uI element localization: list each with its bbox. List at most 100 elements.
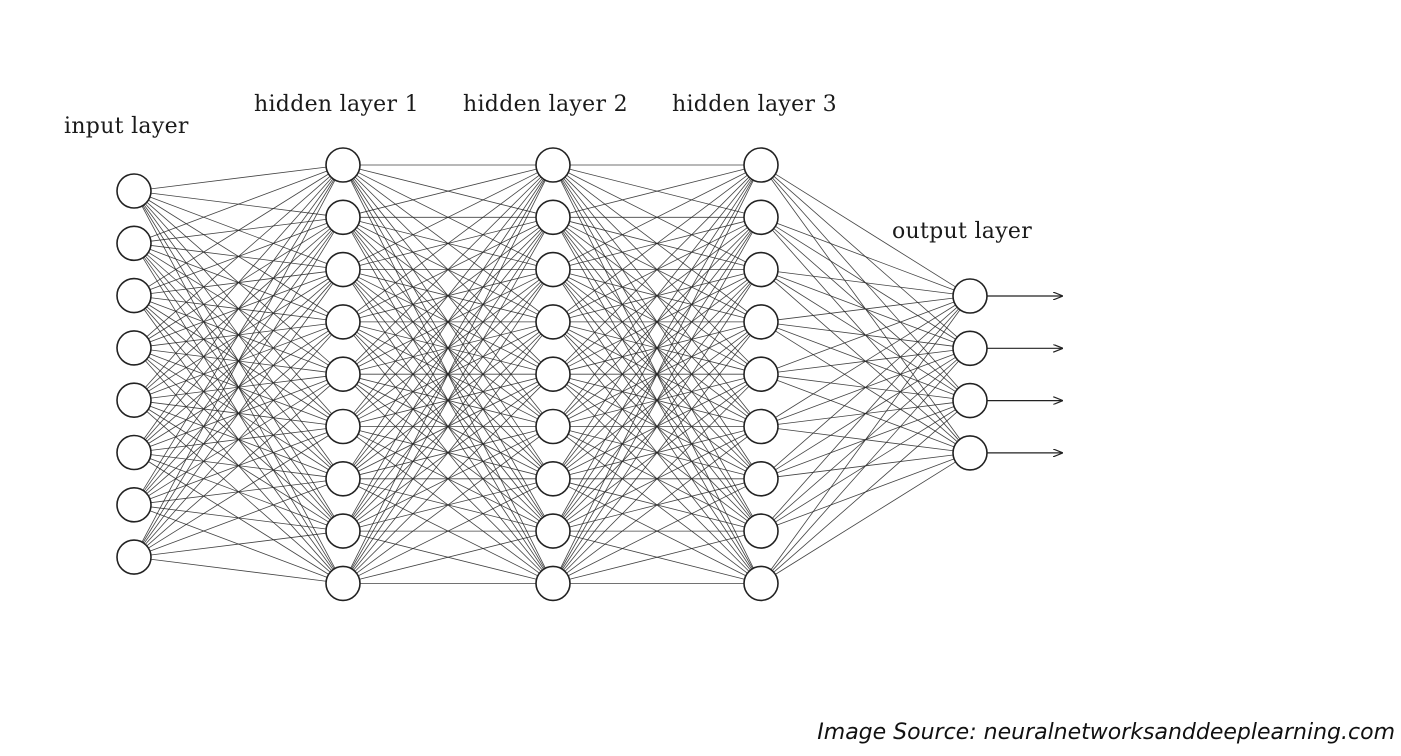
connection-hidden3-3-to-output-1 — [777, 271, 954, 295]
hidden2-node-8 — [535, 513, 571, 549]
nodes-group — [116, 147, 988, 602]
hidden-layer-2-label: hidden layer 2 — [463, 92, 628, 117]
connection-hidden2-9-to-hidden3-3 — [562, 283, 752, 570]
input-node-6 — [116, 434, 152, 471]
connection-input-1-to-hidden1-1 — [150, 166, 327, 190]
connection-hidden1-6-to-hidden2-1 — [353, 178, 543, 414]
connection-hidden1-2-to-hidden2-1 — [359, 168, 537, 214]
connection-hidden3-5-to-output-1 — [776, 301, 955, 369]
connection-input-8-to-hidden1-8 — [150, 532, 327, 556]
connection-input-5-to-hidden1-1 — [144, 177, 333, 388]
input-node-4 — [116, 330, 152, 366]
hidden1-node-7 — [325, 460, 361, 497]
connection-hidden1-9-to-hidden2-3 — [352, 283, 544, 570]
hidden1-node-5 — [325, 356, 361, 393]
hidden1-node-6 — [325, 408, 361, 445]
connections-group — [141, 164, 961, 584]
hidden2-node-3 — [535, 251, 571, 288]
output-node-1 — [952, 278, 988, 314]
input-node-1 — [116, 173, 152, 209]
connection-hidden2-2-to-hidden3-1 — [569, 168, 745, 214]
hidden3-node-5 — [743, 356, 779, 393]
connection-input-7-to-hidden1-1 — [142, 179, 335, 491]
input-node-7 — [116, 486, 152, 523]
hidden2-node-5 — [535, 356, 571, 393]
hidden1-node-8 — [325, 513, 361, 549]
hidden2-node-2 — [535, 199, 571, 236]
input-node-2 — [116, 225, 152, 262]
connection-input-8-to-hidden1-7 — [149, 484, 328, 552]
connection-hidden1-7-to-hidden2-1 — [352, 178, 544, 465]
connection-hidden3-1-to-output-1 — [775, 173, 956, 288]
connection-hidden2-9-to-hidden3-8 — [569, 534, 745, 580]
output-node-2 — [952, 330, 988, 367]
hidden1-node-2 — [325, 199, 361, 236]
output-layer-label: output layer — [892, 219, 1033, 244]
connection-hidden2-6-to-hidden3-1 — [563, 178, 751, 414]
connection-hidden3-8-to-output-1 — [771, 308, 960, 519]
connection-input-8-to-hidden1-9 — [150, 558, 327, 582]
output-node-4 — [952, 435, 988, 471]
connection-hidden2-9-to-hidden3-7 — [568, 486, 746, 577]
connection-input-4-to-hidden1-1 — [146, 175, 331, 338]
connection-hidden3-7-to-output-1 — [773, 306, 958, 468]
image-source-credit: Image Source: neuralnetworksanddeeplearn… — [817, 720, 1395, 745]
connection-hidden1-5-to-hidden2-1 — [354, 176, 542, 363]
connection-hidden2-7-to-hidden3-1 — [562, 178, 752, 465]
connection-hidden1-9-to-hidden2-7 — [358, 486, 538, 577]
connection-hidden1-9-to-hidden2-2 — [351, 231, 545, 569]
connection-hidden2-9-to-hidden3-5 — [564, 385, 750, 572]
input-layer-label: input layer — [64, 114, 189, 139]
connection-input-8-to-hidden1-3 — [143, 283, 334, 544]
hidden2-node-9 — [535, 565, 571, 602]
connection-hidden3-2-to-output-1 — [776, 222, 955, 291]
hidden3-node-4 — [743, 304, 779, 340]
hidden3-node-2 — [743, 199, 779, 236]
connection-hidden1-3-to-hidden2-1 — [358, 172, 538, 263]
connection-input-6-to-hidden1-1 — [143, 178, 334, 439]
connection-hidden3-9-to-output-2 — [771, 360, 960, 571]
hidden3-node-7 — [743, 460, 779, 497]
connection-hidden1-9-to-hidden2-6 — [356, 436, 540, 574]
hidden2-node-7 — [535, 460, 571, 497]
connection-hidden2-9-to-hidden3-1 — [560, 180, 754, 569]
connection-input-8-to-hidden1-2 — [142, 231, 335, 543]
input-node-8 — [116, 539, 152, 575]
hidden1-node-4 — [325, 304, 361, 340]
hidden-layer-3-label: hidden layer 3 — [672, 92, 837, 117]
connection-hidden2-5-to-hidden3-1 — [564, 176, 750, 363]
connection-hidden1-9-to-hidden2-4 — [353, 334, 543, 571]
connection-hidden2-3-to-hidden3-1 — [568, 172, 746, 263]
hidden3-node-1 — [743, 147, 779, 183]
hidden1-node-9 — [325, 565, 361, 602]
connection-hidden1-9-to-hidden2-5 — [354, 385, 542, 572]
input-node-3 — [116, 277, 152, 314]
connection-hidden1-9-to-hidden2-8 — [359, 534, 537, 580]
connection-input-8-to-hidden1-4 — [144, 334, 333, 545]
connection-hidden2-9-to-hidden3-2 — [561, 231, 753, 569]
hidden2-node-6 — [535, 408, 571, 445]
connection-hidden1-8-to-hidden2-1 — [351, 179, 545, 517]
connection-hidden2-9-to-hidden3-4 — [563, 334, 751, 571]
hidden2-node-4 — [535, 304, 571, 340]
connection-input-8-to-hidden1-1 — [141, 179, 336, 543]
connection-hidden3-9-to-output-4 — [775, 461, 956, 575]
connection-hidden1-9-to-hidden2-1 — [350, 180, 546, 569]
connection-hidden3-9-to-output-3 — [773, 411, 958, 573]
hidden-layer-1-label: hidden layer 1 — [254, 92, 419, 117]
input-node-5 — [116, 382, 152, 419]
connection-input-3-to-hidden1-1 — [148, 173, 329, 287]
connection-input-2-to-hidden1-1 — [149, 170, 328, 238]
connection-hidden3-4-to-output-1 — [777, 297, 954, 321]
hidden1-node-1 — [325, 147, 361, 183]
hidden3-node-6 — [743, 408, 779, 445]
hidden1-node-3 — [325, 251, 361, 288]
hidden3-node-9 — [743, 565, 779, 602]
output-node-3 — [952, 382, 988, 419]
hidden3-node-3 — [743, 251, 779, 288]
connection-hidden3-6-to-output-1 — [775, 304, 956, 418]
connection-hidden2-9-to-hidden3-6 — [566, 436, 748, 574]
hidden2-node-1 — [535, 147, 571, 183]
output-arrows-group — [987, 296, 1062, 453]
